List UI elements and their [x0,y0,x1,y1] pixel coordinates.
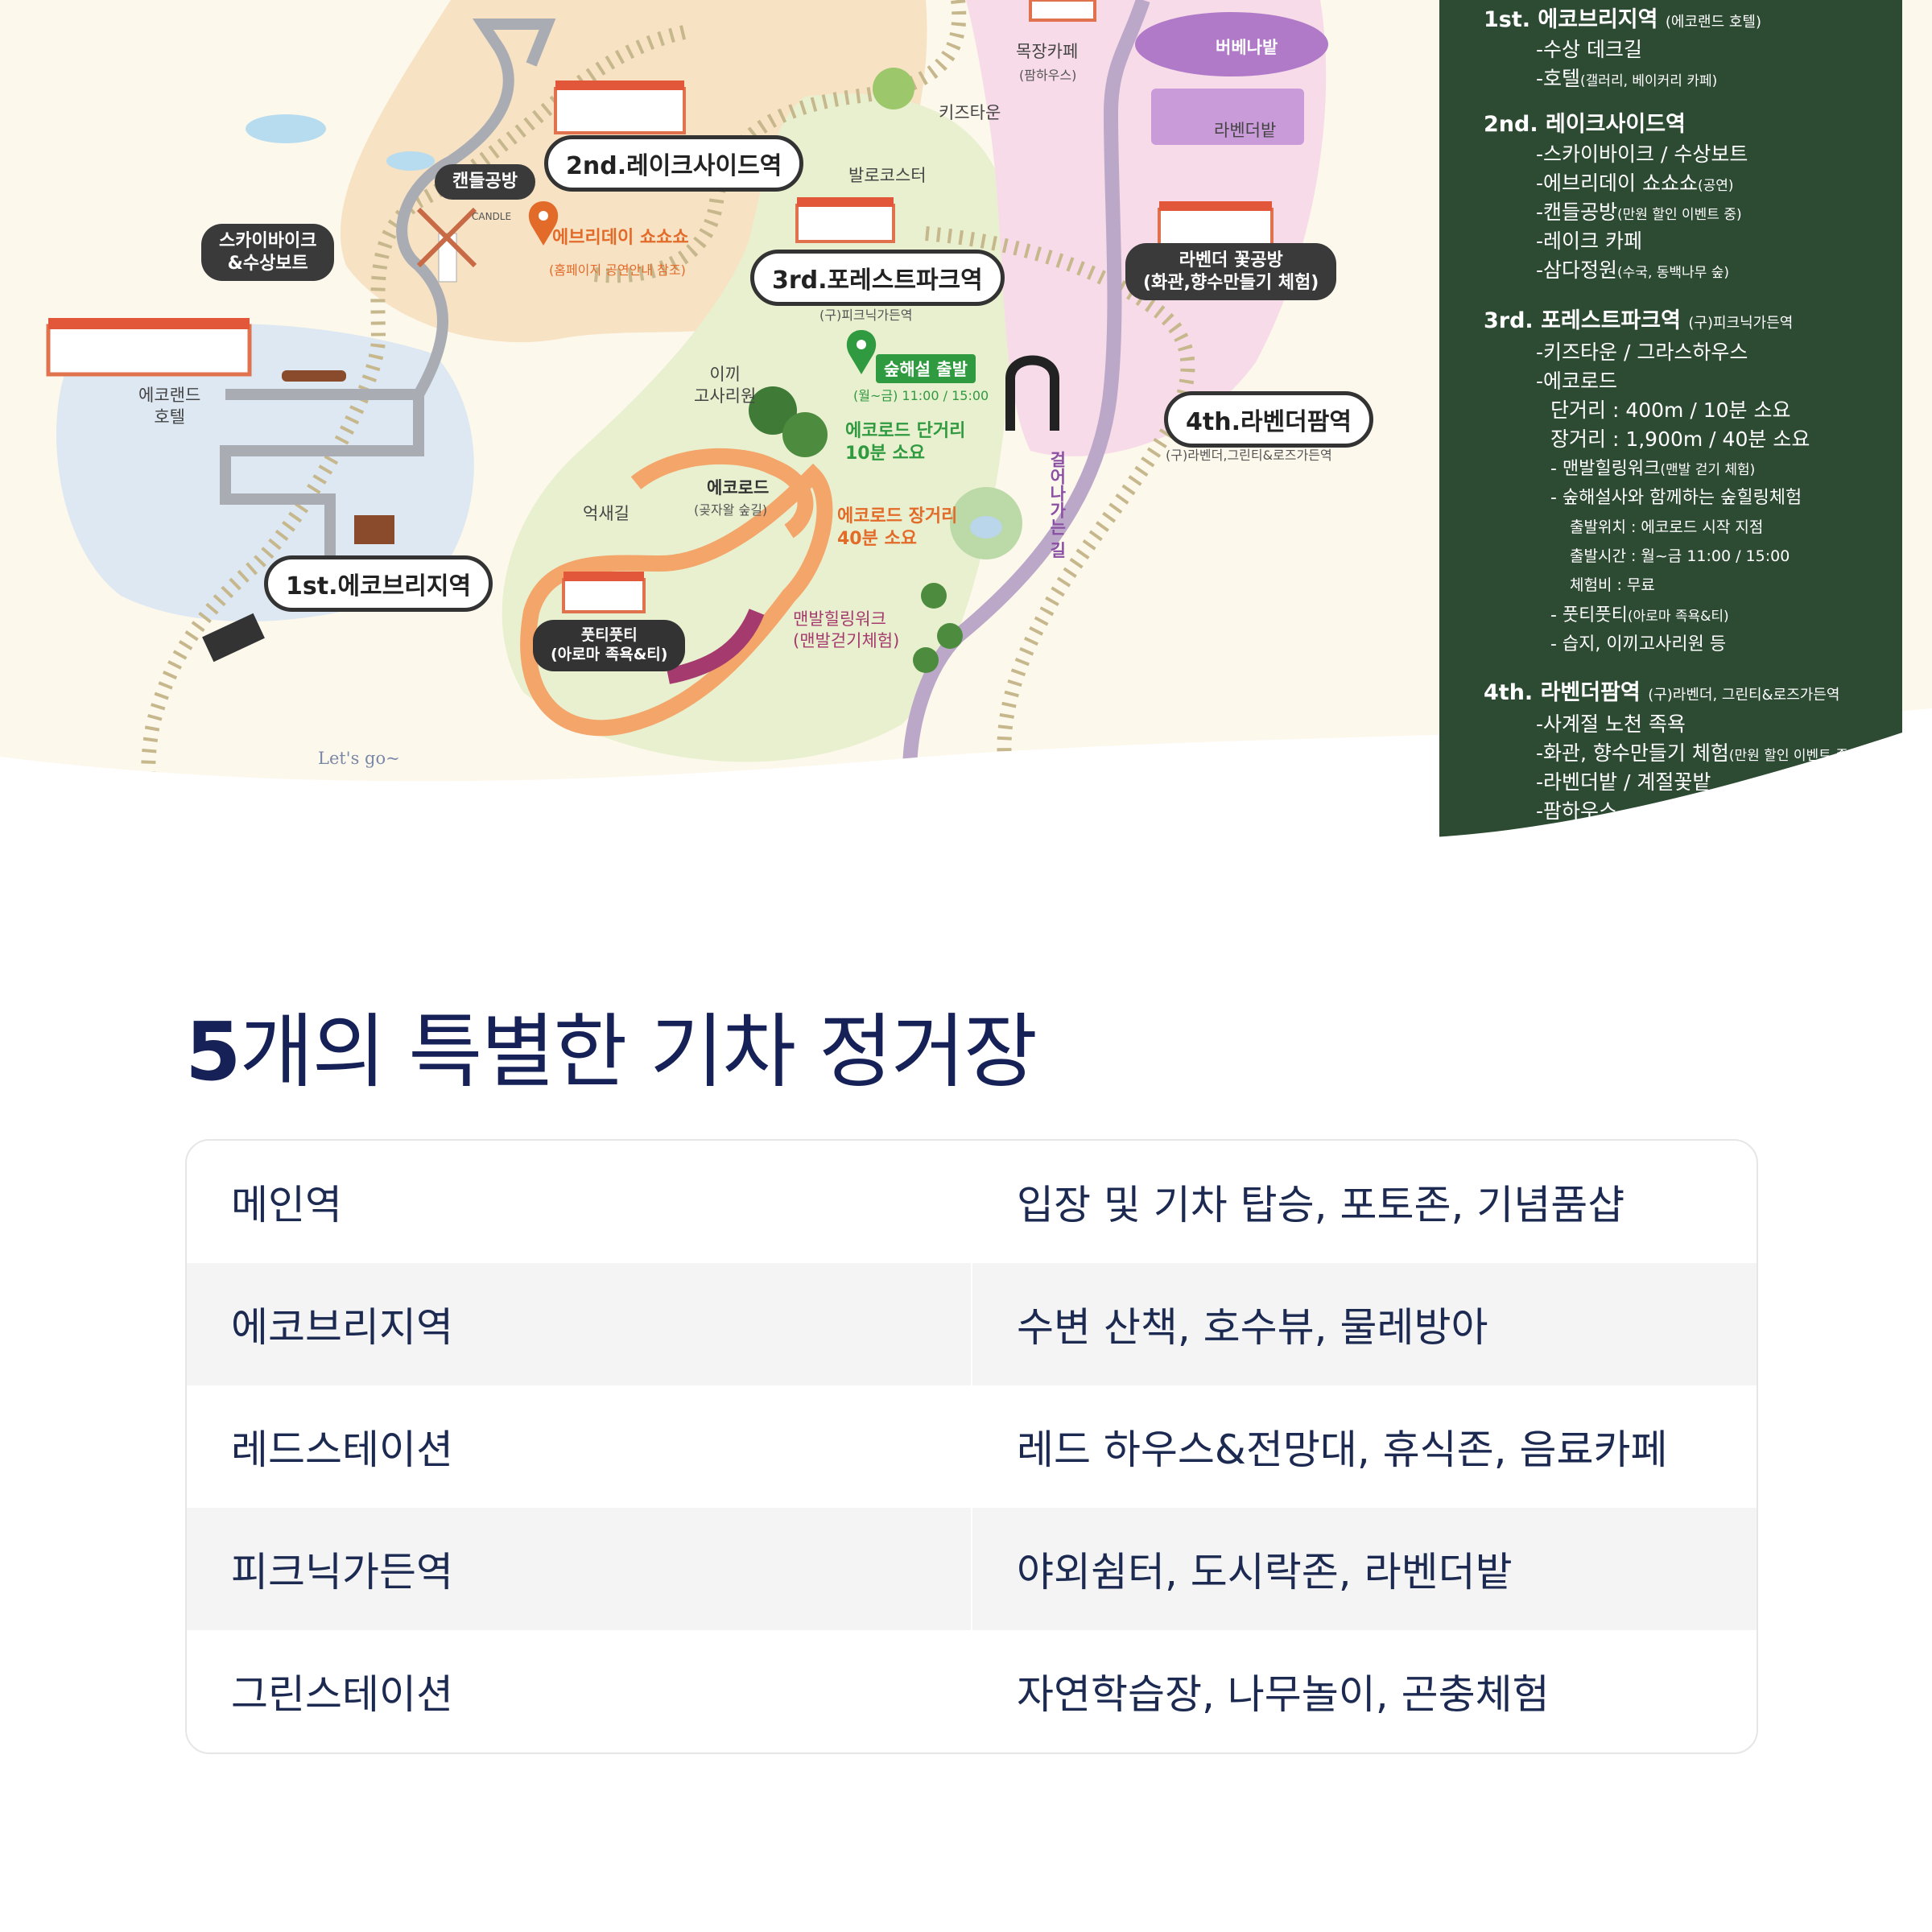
station-name-cell: 그린스테이션 [231,1671,453,1718]
station-desc-cell: 레드 하우스&전망대, 휴식존, 음료카페 [1017,1426,1668,1473]
lavender-field-label: 라벤더밭 [1214,121,1277,140]
station-label-3rd[interactable]: 3rd.포레스트파크역 [750,250,1005,306]
panel-s3-detail: 출발시간 : 월~금 11:00 / 15:00 [1570,547,1790,565]
ecoroad-long [520,463,833,737]
panel-s2-title: 2nd. 레이크사이드역 [1484,112,1686,137]
walkway-label: 걸어나가는 길 [1047,451,1067,559]
ecoroad-label: 에코로드 [707,478,770,497]
ecoroad-short [630,448,814,539]
lavender-workshop-label[interactable]: 라벤더 꽃공방 (화관,향수만들기 체험) [1125,243,1337,300]
candle-workshop-label[interactable]: 캔들공방 [435,164,535,200]
panel-s4-item: -사계절 노천 족욕 [1536,712,1686,736]
station-desc-cell: 수변 산책, 호수뷰, 물레방아 [972,1263,1757,1385]
lakeside-road [396,19,556,398]
station-label-4th[interactable]: 4th.라벤더팜역 [1164,391,1373,448]
footy-label[interactable]: 풋티풋티 (아로마 족욕&티) [533,620,686,671]
station-info-panel: 1st. 에코브리지역 (에코랜드 호텔) -수상 데크길 -호텔(갤러리, 베… [1439,0,1902,837]
table-row: 피크닉가든역 야외쉼터, 도시락존, 라벤더밭 [187,1508,1757,1630]
panel-s1-item: -수상 데크길 [1536,38,1642,61]
panel-s3-route-long: 장거리 : 1,900m / 40분 소요 [1550,427,1810,451]
everyday-show-sub: (홈페이지 공연안내 참조) [549,262,686,278]
ecoland-hotel-label: 에코랜드 호텔 [138,386,201,427]
panel-s4-item: -팜하우스 [1536,799,1618,823]
station-desc-cell: 야외쉼터, 도시락존, 라벤더밭 [972,1508,1757,1630]
panel-s2-item: -레이크 카페 [1536,229,1642,253]
table-row: 에코브리지역 수변 산책, 호수뷰, 물레방아 [187,1263,1757,1385]
ecoroad-sub: (곶자왈 숲길) [694,502,768,518]
forest-start-time: (월~금) 11:00 / 15:00 [853,388,989,403]
verbena-label: 버베나밭 [1216,38,1278,57]
table-row: 레드스테이션 레드 하우스&전망대, 휴식존, 음료카페 [187,1385,1757,1508]
section-title-text: 개의 특별한 기차 정거장 [239,1005,1038,1099]
kidstown-label: 키즈타운 [939,103,1001,122]
panel-s3-footy: - 풋티풋티(아로마 족욕&티) [1550,605,1729,625]
panel-s2-item: -스카이바이크 / 수상보트 [1536,142,1748,166]
panel-s1-item: -호텔(갤러리, 베이커리 카페) [1536,67,1718,90]
panel-s2-item: -캔들공방(만원 할인 이벤트 중) [1536,200,1742,224]
panel-s3-detail: 출발위치 : 에코로드 시작 지점 [1570,518,1764,536]
station-label-2nd[interactable]: 2nd.레이크사이드역 [544,135,804,192]
lets-go-label: Let's go~ [318,749,400,768]
panel-s3-detail: 체험비 : 무료 [1570,576,1655,594]
station-label-1st[interactable]: 1st.에코브리지역 [264,555,493,612]
station-name-cell: 피크닉가든역 [187,1508,971,1630]
walkway-path [902,0,1150,774]
ranch-cafe-label: 목장카페 [1016,42,1079,61]
barefoot-path [667,609,765,684]
station-sub-3rd: (구)피크닉가든역 [819,308,913,323]
barefoot-walk-label: 맨발힐링워크 (맨발걷기체험) [793,609,900,651]
candle-sign: CANDLE [472,211,512,222]
park-map: 1st.에코브리지역 2nd.레이크사이드역 3rd.포레스트파크역 (구)피크… [0,0,1932,845]
short-route-label: 에코로드 단거리 10분 소요 [845,421,966,464]
panel-s2-item: -삼다정원(수국, 동백나무 숲) [1536,258,1729,282]
panel-s3-item: -에코로드 [1536,369,1618,393]
panel-s3-wetland: - 습지, 이끼고사리원 등 [1550,634,1727,654]
forest-start-label: 숲해설 출발 [876,354,976,383]
panel-s3-forest: - 숲해설사와 함께하는 숲힐링체험 [1550,488,1802,508]
skybike-label[interactable]: 스카이바이크 &수상보트 [201,224,335,281]
balo-coaster-label: 발로코스터 [848,166,927,185]
table-row: 그린스테이션 자연학습장, 나무놀이, 곤충체험 [187,1630,1757,1752]
ranch-cafe-sub: (팜하우스) [1019,68,1077,83]
everyday-show-label: 에브리데이 쇼쇼쇼 [552,228,689,248]
panel-s3-route-short: 단거리 : 400m / 10분 소요 [1550,398,1791,422]
panel-s1-title: 1st. 에코브리지역 (에코랜드 호텔) [1484,7,1762,32]
panel-s4-title: 4th. 라벤더팜역 (구)라벤더, 그린티&로즈가든역 [1484,680,1840,705]
station-desc-cell: 자연학습장, 나무놀이, 곤충체험 [1017,1671,1550,1718]
long-route-label: 에코로드 장거리 40분 소요 [837,506,958,549]
panel-s3-title: 3rd. 포레스트파크역 (구)피크닉가든역 [1484,308,1794,333]
table-row: 메인역 입장 및 기차 탑승, 포토존, 기념품샵 [187,1141,1757,1263]
station-table: 메인역 입장 및 기차 탑승, 포토존, 기념품샵 에코브리지역 수변 산책, … [185,1139,1758,1754]
moss-garden-label: 이끼 고사리원 [694,365,757,407]
station-name-cell: 레드스테이션 [231,1426,453,1473]
section-title-number: 5 [185,1005,242,1099]
eoksae-path-label: 억새길 [583,504,630,523]
panel-s2-item: -에브리데이 쇼쇼쇼(공연) [1536,171,1734,195]
station-name-cell: 에코브리지역 [187,1263,971,1385]
panel-s3-barefoot: - 맨발힐링워크(맨발 걷기 체험) [1550,459,1756,479]
panel-s4-item: -화관, 향수만들기 체험(만원 할인 이벤트 중) [1536,741,1854,765]
panel-s3-item: -키즈타운 / 그라스하우스 [1536,341,1748,364]
station-desc-cell: 입장 및 기차 탑승, 포토존, 기념품샵 [1017,1182,1625,1228]
station-sub-4th: (구)라벤더,그린티&로즈가든역 [1166,448,1332,463]
section-title: 5개의 특별한 기차 정거장 [185,986,1038,1103]
panel-s4-item: -라벤더밭 / 계절꽃밭 [1536,770,1711,794]
station-name-cell: 메인역 [231,1182,342,1228]
